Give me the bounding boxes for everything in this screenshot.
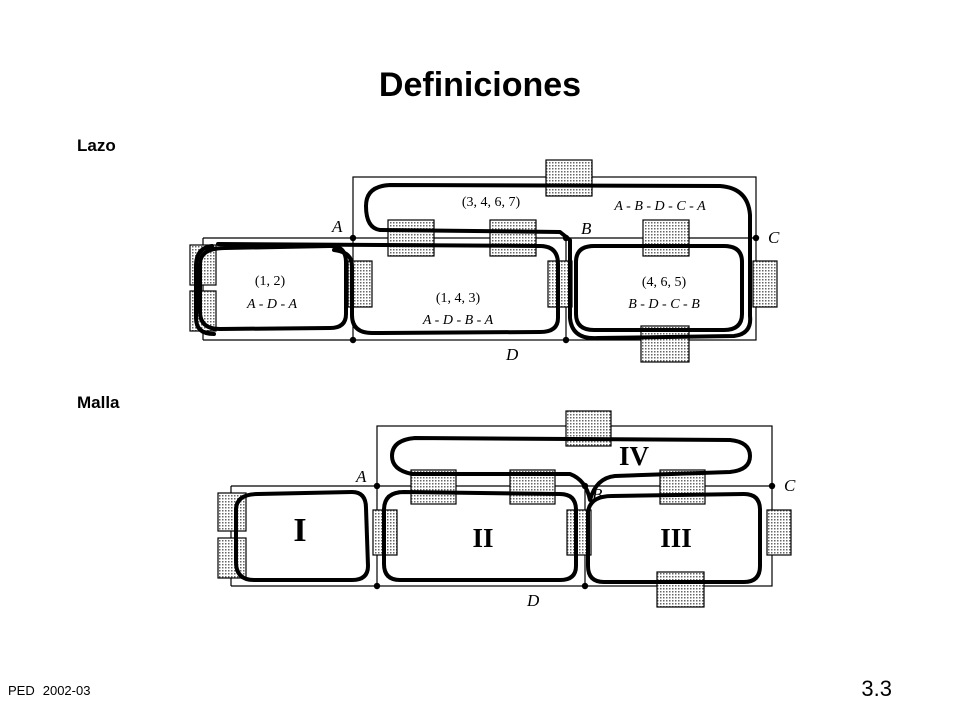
lazo-loop-2-route: A - D - B - A: [422, 313, 494, 328]
lazo-element-7: [545, 159, 593, 197]
lazo-node-a: [349, 234, 357, 242]
malla-mesh-2-label: II: [472, 523, 493, 553]
lazo-loop-2-elements: (1, 4, 3): [436, 291, 481, 306]
malla-mesh-2-path: [382, 490, 578, 582]
lazo-node-c: [752, 234, 760, 242]
lazo-element-a: [387, 219, 435, 257]
malla-node-d2: [581, 582, 589, 590]
malla-node-a: [373, 482, 381, 490]
lazo-loop-4-elements: (3, 4, 6, 7): [462, 195, 521, 210]
lazo-node-a-label: A: [331, 217, 343, 236]
malla-node-d1: [373, 582, 381, 590]
malla-element-6: [656, 571, 705, 608]
malla-node-a-label: A: [355, 467, 367, 486]
malla-mesh-3-path: [586, 492, 762, 584]
malla-mesh-4-label: IV: [619, 441, 650, 471]
lazo-loop-4-path: [364, 183, 753, 341]
malla-wires: [230, 425, 773, 587]
malla-node-b-label: B: [592, 485, 603, 504]
slide-number: 3.3: [861, 676, 892, 701]
malla-element-5: [766, 509, 792, 556]
lazo-loop-1-path-outer: [194, 244, 216, 336]
lazo-loop-3-elements: (4, 6, 5): [642, 275, 687, 290]
lazo-section-label: Lazo: [77, 136, 116, 155]
malla-section-label: Malla: [77, 393, 120, 412]
malla-diagram: A B C D I II III IV: [217, 410, 796, 610]
malla-mesh-4-path: [390, 436, 752, 502]
lazo-node-b-label: B: [581, 219, 592, 238]
page-title: Definiciones: [378, 66, 582, 104]
malla-node-c: [768, 482, 776, 490]
malla-mesh-1-path: [234, 490, 370, 582]
malla-mesh-paths: [234, 436, 762, 584]
lazo-node-d2: [562, 336, 570, 344]
footer-course: PED 2002-03: [8, 683, 90, 698]
lazo-element-c: [642, 219, 690, 257]
lazo-loop-1-elements: (1, 2): [255, 274, 286, 289]
lazo-node-c-label: C: [768, 228, 780, 247]
lazo-element-5: [752, 260, 778, 308]
lazo-diagram: A B C D (1, 2) A - D - A (1, 4, 3) A - D…: [189, 159, 780, 364]
footer-year: 2002-03: [42, 683, 91, 698]
malla-node-d-label: D: [526, 591, 540, 610]
malla-element-2: [217, 537, 247, 579]
footer-course-name: PED: [8, 683, 35, 698]
lazo-loop-paths: [194, 183, 753, 341]
lazo-loop-4-route: A - B - D - C - A: [613, 199, 706, 214]
lazo-element-b: [489, 219, 537, 257]
malla-mesh-1-label: I: [293, 512, 306, 549]
lazo-loop-3-route: B - D - C - B: [628, 297, 700, 312]
malla-node-c-label: C: [784, 476, 796, 495]
lazo-loop-1-route: A - D - A: [246, 297, 297, 312]
malla-mesh-3-label: III: [660, 523, 692, 553]
lazo-node-d-label: D: [505, 345, 519, 364]
lazo-loop-2-path: [216, 242, 560, 335]
lazo-node-d1: [349, 336, 357, 344]
lazo-loop-3-path: [574, 244, 744, 332]
